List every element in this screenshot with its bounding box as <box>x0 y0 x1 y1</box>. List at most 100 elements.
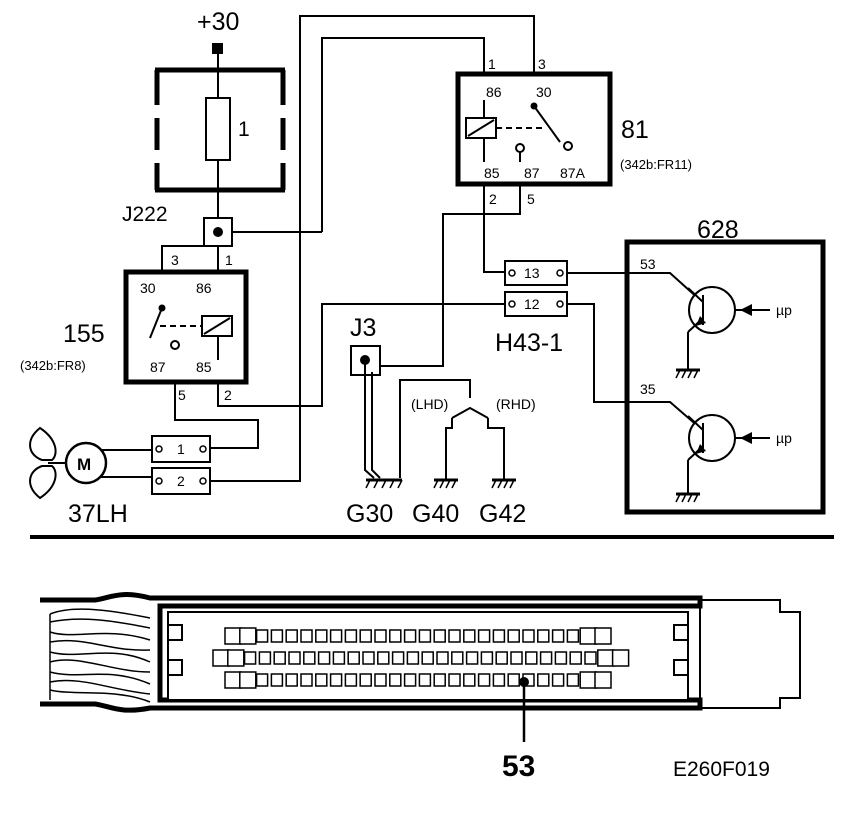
wire-number-1: 1 <box>225 252 233 268</box>
pin-cavity <box>465 651 479 665</box>
pin-cavity <box>389 629 402 643</box>
pin-cavity <box>451 651 464 665</box>
relay-155-pin-30: 30 <box>140 280 156 296</box>
relay-81-pin-86: 86 <box>486 84 502 100</box>
ecu-628: 53 35 µp µp <box>624 239 826 515</box>
pin-cavity <box>611 649 630 667</box>
pin-cavity <box>525 651 538 665</box>
pin-cavity <box>554 651 568 665</box>
pin-cavity <box>374 629 387 643</box>
pin-cavity <box>480 651 494 665</box>
pin-cavity <box>507 673 520 687</box>
pin-cavity <box>418 673 432 687</box>
pin-cavity <box>433 673 446 687</box>
pin-cavity <box>584 651 597 665</box>
pin-cavity <box>594 627 612 645</box>
relay-81-pin-87a: 87A <box>560 165 586 181</box>
pin-cavity <box>270 629 284 643</box>
pin-cavity <box>224 627 242 645</box>
supply-terminal <box>212 43 223 54</box>
pin-cavity <box>448 629 461 643</box>
fan-connector-pin-1: 1 <box>177 441 185 457</box>
ecu-signal-2: µp <box>776 430 792 446</box>
pin-cavity <box>569 651 582 665</box>
fan-connector-pin-2: 2 <box>177 473 185 489</box>
connector-pin-rows <box>212 627 630 689</box>
relay-155-ref: (342b:FR8) <box>20 358 86 373</box>
relay-155: 30 86 87 85 <box>123 269 249 385</box>
fan-motor-label: 37LH <box>68 500 128 528</box>
pin-cavity <box>477 673 491 687</box>
pin-cavity <box>495 651 508 665</box>
junction-j222-label: J222 <box>122 203 168 226</box>
ecu-connector-drawing <box>40 592 801 742</box>
wire-number-5a: 5 <box>178 387 186 403</box>
pin-cavity <box>522 629 535 643</box>
fuse-element <box>205 97 231 161</box>
pin-cavity <box>421 651 434 665</box>
pin-cavity <box>389 673 402 687</box>
pin-cavity <box>463 629 476 643</box>
ground-label-g40: G40 <box>412 500 459 528</box>
pin-cavity <box>270 673 284 687</box>
h43-pin-12: 12 <box>524 296 540 312</box>
pin-cavity <box>492 629 506 643</box>
pin-cavity <box>344 673 358 687</box>
pin-cavity <box>239 671 257 689</box>
motor-symbol <box>64 441 108 485</box>
pin-cavity <box>258 651 272 665</box>
pin-cavity <box>359 629 372 643</box>
pin-cavity <box>273 651 286 665</box>
pin-cavity <box>448 673 461 687</box>
pin-cavity <box>579 671 597 689</box>
relay-155-pin-85: 85 <box>196 359 212 375</box>
pin-cavity <box>477 629 491 643</box>
fuse-label: 1 <box>238 118 250 141</box>
pin-cavity <box>315 673 328 687</box>
variant-rhd: (RHD) <box>496 396 536 412</box>
pin-cavity <box>212 649 230 667</box>
pin-cavity <box>463 673 476 687</box>
pin-cavity <box>239 627 257 645</box>
pin-cavity <box>285 673 298 687</box>
ground-label-g30: G30 <box>346 500 393 528</box>
pin-cavity <box>243 651 257 665</box>
pin-cavity <box>537 629 550 643</box>
supply-label: +30 <box>197 8 239 36</box>
h43-pin-13: 13 <box>524 265 540 281</box>
fuse-box: 1 <box>154 67 286 193</box>
relay-81-wire-1: 1 <box>488 56 496 72</box>
figure-code: E260F019 <box>673 758 770 781</box>
pin-cavity <box>285 629 298 643</box>
pin-cavity <box>300 673 313 687</box>
variant-lhd: (LHD) <box>411 396 448 412</box>
connector-callout: 53 <box>502 750 535 783</box>
pin-cavity <box>433 629 446 643</box>
relay-155-pin-86: 86 <box>196 280 212 296</box>
pin-cavity <box>406 651 420 665</box>
relay-81-pin-30: 30 <box>536 84 552 100</box>
pin-cavity <box>492 673 506 687</box>
wire-bundle <box>49 608 151 703</box>
relay-81-ref: (342b:FR11) <box>620 157 692 172</box>
pin-cavity <box>403 673 417 687</box>
pin-cavity <box>329 629 343 643</box>
pin-cavity <box>300 629 313 643</box>
pin-cavity <box>347 651 360 665</box>
pin-cavity <box>597 649 615 667</box>
wire-number-3: 3 <box>171 252 179 268</box>
pin-cavity <box>403 629 417 643</box>
pin-cavity <box>594 671 612 689</box>
pin-cavity <box>510 651 523 665</box>
pin-cavity <box>418 629 432 643</box>
pin-cavity <box>255 673 269 687</box>
relay-81-wire-3: 3 <box>538 56 546 72</box>
pin-cavity <box>551 629 565 643</box>
pin-cavity <box>566 673 580 687</box>
pin-cavity <box>315 629 328 643</box>
pin-cavity <box>539 651 553 665</box>
fan-blade-top <box>29 426 57 461</box>
ecu-pin-53: 53 <box>640 256 656 272</box>
pin-cavity <box>255 629 269 643</box>
pin-cavity <box>332 651 346 665</box>
